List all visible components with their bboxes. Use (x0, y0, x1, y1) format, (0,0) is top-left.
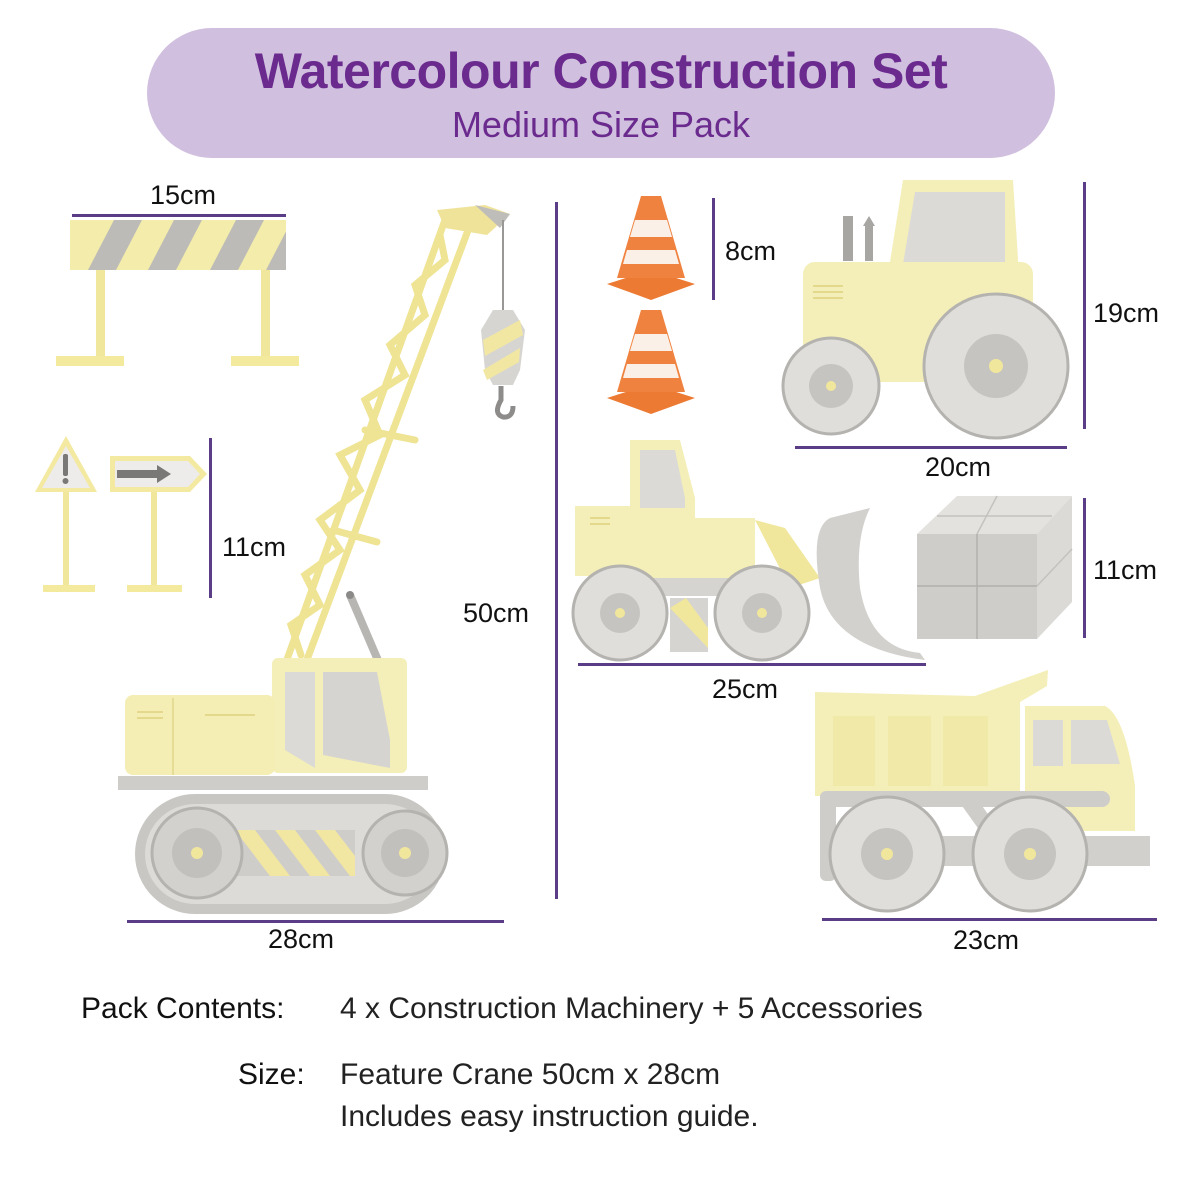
barrier-width-label: 15cm (150, 180, 217, 210)
size-value: Feature Crane 50cm x 28cm (340, 1058, 721, 1091)
cones-height-label: 8cm (725, 236, 777, 266)
pack-contents-label: Pack Contents: (81, 992, 285, 1025)
pack-contents-value: 4 x Construction Machinery + 5 Accessori… (340, 992, 923, 1025)
crane-height-label: 50cm (463, 598, 530, 628)
size-label: Size: (238, 1058, 305, 1091)
tractor-width-line (795, 446, 1067, 449)
blocks-height-label: 11cm (1093, 555, 1158, 585)
crane-width-label: 28cm (268, 924, 335, 954)
dump-truck-width-label: 23cm (953, 925, 1020, 955)
road-barrier-illustration (56, 220, 299, 366)
instruction-note: Includes easy instruction guide. (340, 1100, 759, 1133)
barrier-width-line (72, 214, 286, 217)
crane-height-line (555, 202, 558, 899)
signs-height-line (209, 438, 212, 598)
page-subtitle: Medium Size Pack (451, 104, 751, 145)
tractor-height-line (1083, 182, 1086, 429)
cones-height-line (712, 198, 715, 300)
loader-width-line (578, 663, 926, 666)
tractor-illustration (781, 180, 1070, 440)
exclamation-icon (63, 454, 68, 476)
loader-width-label: 25cm (712, 674, 779, 704)
blocks-height-line (1083, 498, 1086, 638)
page-title: Watercolour Construction Set (254, 43, 948, 99)
stone-blocks-illustration (917, 495, 1073, 639)
crane-illustration (118, 205, 525, 914)
crane-width-line (127, 920, 504, 923)
road-signs-illustration (35, 436, 207, 592)
wheel-loader-illustration (571, 440, 925, 662)
tractor-height-label: 19cm (1093, 298, 1160, 328)
traffic-cones-illustration (607, 196, 695, 414)
dump-truck-width-line (822, 918, 1157, 921)
tractor-width-label: 20cm (925, 452, 992, 482)
header-banner: Watercolour Construction Set Medium Size… (147, 28, 1055, 158)
signs-height-label: 11cm (222, 532, 287, 562)
dump-truck-illustration (815, 670, 1150, 913)
arrow-right-icon (117, 470, 157, 478)
